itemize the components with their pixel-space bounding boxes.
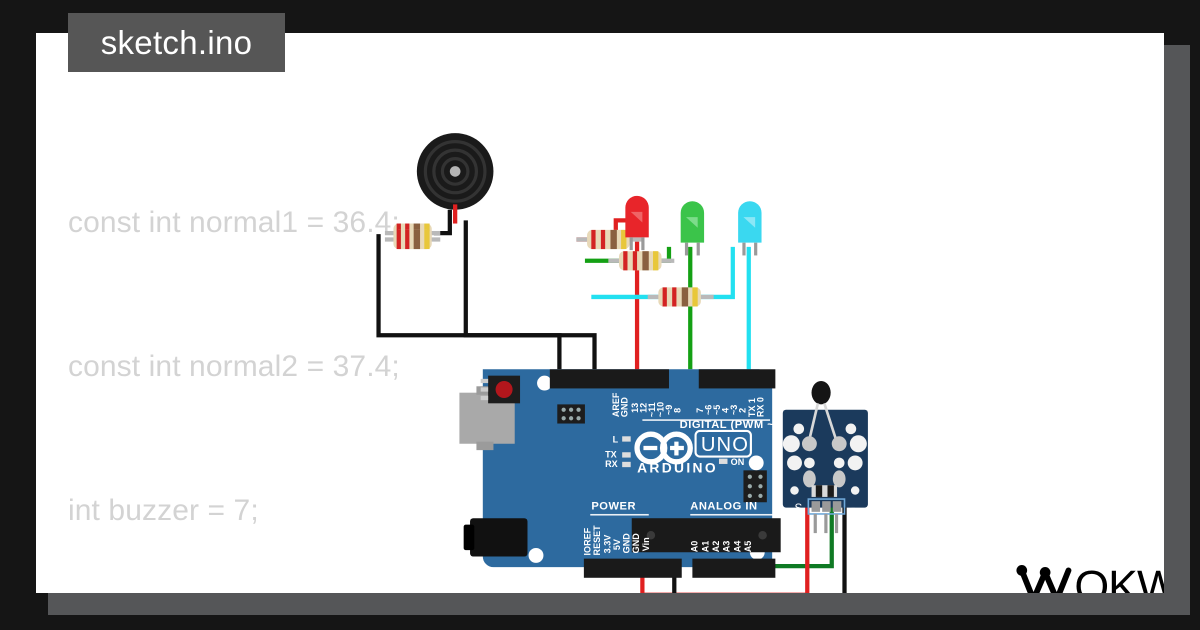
analog-underline	[690, 513, 774, 516]
power-header[interactable]	[583, 558, 682, 578]
digital-pin-labels: AREF GND 13 12 ~11 ~10 ~9 8 7 ~6 ~5 4 ~3…	[611, 392, 766, 417]
svg-text:13: 13	[630, 403, 640, 413]
svg-text:~10: ~10	[656, 402, 666, 417]
svg-text:4: 4	[721, 408, 731, 413]
svg-text:~6: ~6	[704, 405, 714, 415]
svg-text:GND: GND	[631, 533, 641, 554]
buzzer[interactable]	[416, 133, 494, 224]
power-underline	[590, 513, 649, 516]
smd-component	[811, 485, 838, 497]
led-resistor-row-3[interactable]	[647, 287, 714, 307]
board-status-leds: L TX RX ON	[605, 435, 744, 469]
svg-text:12: 12	[639, 403, 649, 413]
icsp-header-right	[743, 470, 767, 503]
power-header-label: POWER	[591, 501, 636, 513]
microcontroller-chip	[631, 518, 781, 553]
wokwi-node-dots	[1016, 565, 1051, 578]
board-brand-label: ARDUINO	[637, 459, 718, 475]
svg-text:A2: A2	[711, 541, 721, 553]
svg-text:~11: ~11	[647, 402, 657, 417]
diagram-panel: const int normal1 = 36.4; const int norm…	[36, 33, 1164, 593]
svg-text:2: 2	[738, 408, 748, 413]
svg-text:UNO: UNO	[701, 434, 749, 456]
svg-text:OKW: OKW	[1074, 562, 1164, 593]
analog-header[interactable]	[692, 558, 776, 578]
svg-text:Vin: Vin	[641, 537, 651, 551]
reset-button[interactable]	[480, 375, 521, 404]
file-tab-label: sketch.ino	[100, 23, 253, 61]
svg-text:RX: RX	[605, 459, 618, 469]
svg-text:TX 1: TX 1	[747, 398, 757, 417]
code-line: const int normal2 = 37.4;	[68, 350, 400, 383]
thermistor-bead	[811, 380, 831, 405]
arduino-uno-board[interactable]: ARDUINO UNO L TX RX ON AREF GND 13	[459, 369, 781, 578]
mount-hole	[537, 375, 552, 391]
svg-text:A4: A4	[732, 541, 742, 553]
svg-text:3.3V: 3.3V	[602, 535, 612, 554]
mount-hole	[528, 548, 544, 563]
board-model-badge: UNO	[694, 429, 752, 458]
wire-blue-led-resistor[interactable]	[591, 246, 735, 300]
red-led-resistor[interactable]	[384, 229, 441, 250]
wire-sensor-ground[interactable]	[672, 496, 847, 593]
blue-led[interactable]	[738, 201, 762, 256]
file-tab-sketch-ino[interactable]: sketch.ino	[68, 13, 285, 72]
wire-sensor-power[interactable]	[640, 496, 810, 593]
svg-text:~3: ~3	[729, 405, 739, 415]
led-resistor-row-1[interactable]	[576, 229, 643, 250]
sensor-ground-label: -	[851, 499, 856, 515]
svg-text:A3: A3	[722, 541, 732, 553]
svg-text:ON: ON	[731, 457, 745, 467]
svg-text:A1: A1	[700, 541, 710, 553]
analog-pin-labels: A0 A1 A2 A3 A4 A5	[690, 541, 753, 553]
svg-text:L: L	[613, 435, 619, 445]
digital-header[interactable]	[549, 369, 776, 389]
wokwi-logo: OKW	[1014, 556, 1164, 593]
red-led[interactable]	[625, 195, 649, 251]
power-jack	[463, 518, 528, 557]
thermistor-leg	[823, 402, 838, 440]
svg-text:TX: TX	[605, 450, 617, 460]
svg-text:RX 0: RX 0	[756, 397, 766, 417]
wire-buzzer-gnd[interactable]	[376, 234, 469, 338]
mount-hole	[748, 455, 764, 471]
svg-text:~9: ~9	[664, 405, 674, 415]
svg-text:GND: GND	[622, 533, 632, 554]
svg-text:A5: A5	[743, 541, 753, 553]
wire-gnd-header[interactable]	[468, 333, 562, 370]
svg-text:A0: A0	[690, 541, 700, 553]
circuit-diagram: ARDUINO UNO L TX RX ON AREF GND 13	[376, 133, 868, 593]
wire-buzzer-resistor-jog[interactable]	[433, 209, 452, 236]
power-pin-labels: IOREF RESET 3.3V 5V GND GND Vin	[582, 525, 651, 556]
arduino-logo	[634, 431, 693, 465]
ntc-temperature-sensor[interactable]: S -	[782, 380, 868, 534]
sensor-signal-label: S	[795, 502, 803, 515]
svg-text:~5: ~5	[712, 405, 722, 415]
green-led[interactable]	[680, 201, 705, 256]
analog-header-label: ANALOG IN	[690, 501, 757, 513]
svg-text:7: 7	[695, 408, 705, 413]
digital-header-label: DIGITAL (PWM ~)	[680, 419, 779, 431]
led-resistor-row-2[interactable]	[608, 251, 675, 271]
thermistor-leg	[808, 403, 820, 440]
svg-text:8: 8	[673, 408, 683, 413]
svg-text:GND: GND	[619, 397, 629, 418]
wire-buzzer-signal[interactable]	[463, 220, 597, 370]
code-line: int buzzer = 7;	[68, 494, 259, 527]
svg-text:RESET: RESET	[592, 525, 602, 556]
sketch-code-text: const int normal1 = 36.4; const int norm…	[68, 103, 1068, 593]
icsp-header-top	[557, 404, 585, 424]
svg-text:5V: 5V	[612, 539, 622, 550]
svg-text:AREF: AREF	[611, 392, 621, 417]
wires-layer	[376, 209, 847, 593]
digital-underline	[642, 419, 771, 421]
svg-text:IOREF: IOREF	[582, 527, 592, 555]
